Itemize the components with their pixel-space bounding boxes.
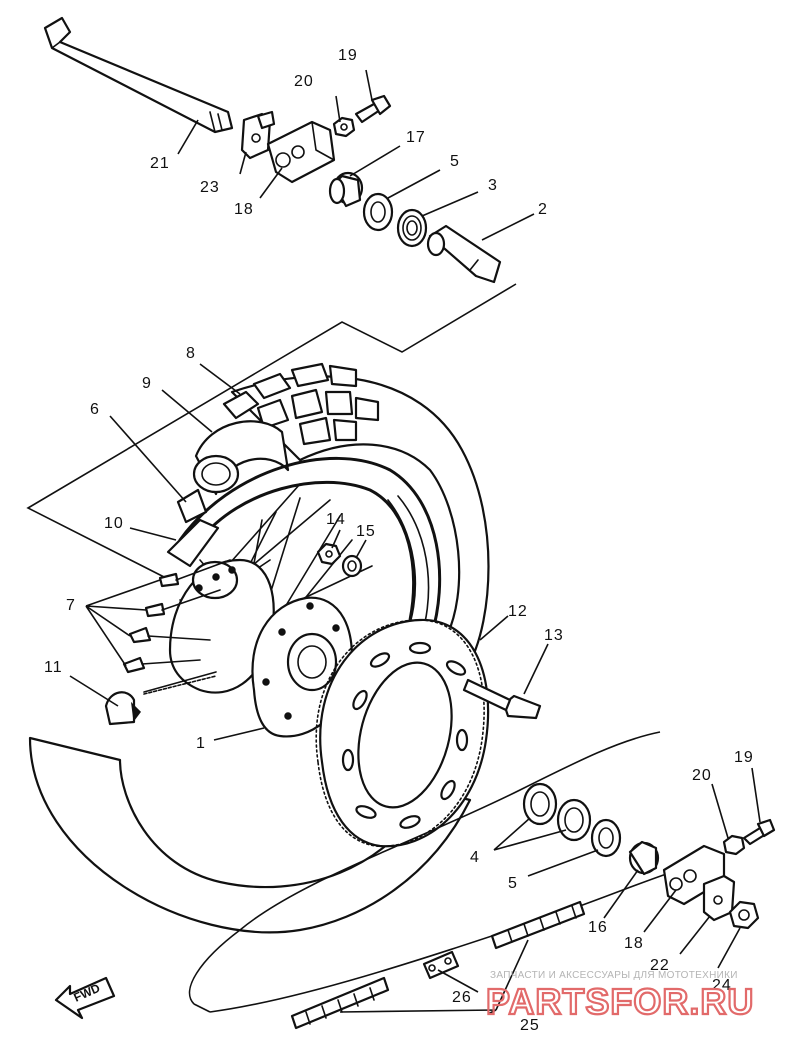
rim-6 — [176, 457, 442, 647]
callout-16: 16 — [588, 919, 608, 936]
rim-lock-11 — [104, 671, 217, 726]
callout-20-top: 20 — [294, 73, 314, 90]
callout-2: 2 — [538, 201, 548, 218]
callout-12: 12 — [508, 603, 528, 620]
callout-23: 23 — [200, 179, 220, 196]
forward-direction-arrow: FWD — [54, 976, 116, 1020]
nut-20-bottom — [722, 834, 746, 856]
drive-chain-25 — [188, 731, 691, 1030]
oil-seal-5-bottom — [590, 818, 622, 858]
bearing-3 — [396, 208, 428, 248]
oil-seal-5-top — [362, 192, 394, 232]
callout-15: 15 — [356, 523, 376, 540]
watermark-brand: PARTSFOR.RU — [486, 981, 754, 1022]
callout-5-bottom: 5 — [508, 875, 518, 892]
callout-19-bottom: 19 — [734, 749, 754, 766]
spacer-16 — [628, 840, 660, 876]
assembly-bracket — [26, 283, 517, 581]
rim-band-10 — [166, 518, 220, 568]
callout-18-bottom: 18 — [624, 935, 644, 952]
callout-21: 21 — [150, 155, 170, 172]
nut-14 — [316, 542, 342, 566]
chain-adjuster-block-18-top — [266, 120, 336, 184]
axle-nut-24 — [728, 900, 760, 930]
tire-8 — [28, 362, 490, 934]
washer-15 — [341, 554, 363, 578]
callout-26: 26 — [452, 989, 472, 1006]
watermark-caption: ЗАПЧАСТИ И АКСЕССУАРЫ ДЛЯ МОТОТЕХНИКИ — [490, 970, 738, 981]
callout-22: 22 — [650, 957, 670, 974]
callout-14: 14 — [326, 511, 346, 528]
callout-10: 10 — [104, 515, 124, 532]
callout-17: 17 — [406, 129, 426, 146]
callout-19-top: 19 — [338, 47, 358, 64]
callout-8: 8 — [186, 345, 196, 362]
callout-13: 13 — [544, 627, 564, 644]
callout-numbers: 21 23 18 20 19 17 5 3 2 8 9 6 10 7 11 14… — [44, 47, 754, 1034]
callout-20-bottom: 20 — [692, 767, 712, 784]
nut-20-top — [332, 116, 356, 138]
callout-25: 25 — [520, 1017, 540, 1034]
bearings-4 — [522, 782, 592, 842]
master-link-26 — [422, 950, 460, 980]
tube-9 — [192, 420, 290, 496]
bolt-19-top — [354, 94, 392, 124]
spacer-17 — [328, 171, 364, 208]
callout-5-top: 5 — [450, 153, 460, 170]
spoke-nipples-7 — [122, 559, 231, 674]
leader-lines — [69, 69, 761, 1015]
callout-9: 9 — [142, 375, 152, 392]
watermark: ЗАПЧАСТИ И АКСЕССУАРЫ ДЛЯ МОТОТЕХНИКИ PA… — [485, 970, 755, 1023]
callout-24: 24 — [712, 977, 732, 994]
callout-11: 11 — [44, 659, 63, 676]
callout-3: 3 — [488, 177, 498, 194]
callout-18-top: 18 — [234, 201, 254, 218]
sprocket-12 — [315, 618, 490, 848]
axle-21 — [43, 16, 234, 134]
bolt-19-bottom — [742, 818, 776, 846]
chain-adjuster-plate-23 — [240, 110, 276, 160]
collar-2 — [426, 224, 502, 284]
sprocket-bolt-13 — [462, 678, 542, 720]
callout-1: 1 — [196, 735, 206, 752]
callout-4: 4 — [470, 849, 480, 866]
callout-6: 6 — [90, 401, 100, 418]
callout-7: 7 — [66, 597, 76, 614]
